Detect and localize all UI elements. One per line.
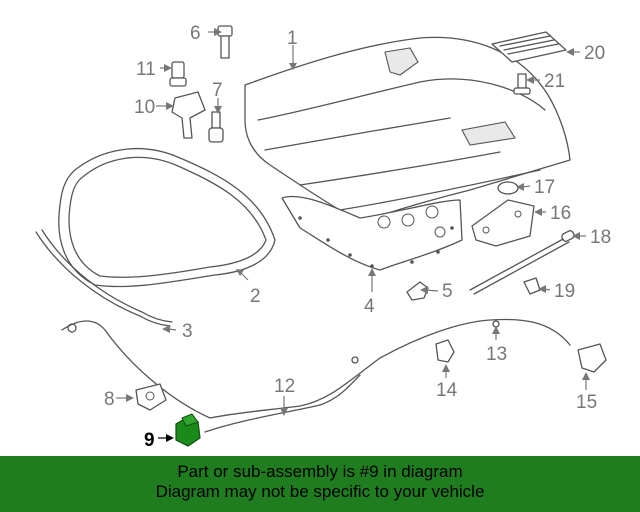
info-banner: Part or sub-assembly is #9 in diagram Di… [0,456,640,512]
leader-lines [116,28,590,442]
part-21-pin[interactable] [513,73,531,95]
callout-16: 16 [550,203,571,224]
banner-line-1: Part or sub-assembly is #9 in diagram [177,462,463,481]
callout-10: 10 [134,97,155,118]
part-8-bracket[interactable] [135,383,167,411]
part-11-stud[interactable] [169,61,187,87]
banner-line-2: Diagram may not be specific to your vehi… [155,482,485,501]
callout-11: 11 [136,59,156,80]
release-cable[interactable] [61,318,571,433]
part-16-hood-latch[interactable] [471,199,535,247]
callout-8: 8 [104,389,115,410]
callout-labels: 1 2 3 4 5 6 7 8 9 10 11 12 13 14 15 16 1… [104,23,611,451]
callout-21: 21 [544,71,565,92]
part-9-release-handle[interactable] [175,413,201,447]
part-17-plug[interactable] [497,181,519,195]
hood-panel[interactable] [244,36,571,223]
callout-19: 19 [554,281,575,302]
part-19-ball-stud[interactable] [523,277,541,295]
callout-17: 17 [534,177,555,198]
hood-insulator[interactable] [281,195,463,271]
callout-14: 14 [436,380,458,401]
callout-12: 12 [274,376,295,397]
parts-diagram: 1 2 3 4 5 6 7 8 9 10 11 12 13 14 15 16 1… [35,23,611,451]
callout-9: 9 [144,430,155,451]
part-6-bolt[interactable] [217,25,233,59]
part-7-bumper[interactable] [208,111,224,143]
hood-seal[interactable] [58,147,276,288]
callout-18: 18 [590,227,611,248]
callout-3: 3 [182,321,193,342]
part-20-cowl-panel[interactable] [491,31,567,63]
seal-strip[interactable] [35,229,173,327]
callout-1: 1 [287,28,298,49]
callout-5: 5 [442,281,453,302]
part-18-support-strut[interactable] [469,230,575,295]
callout-6: 6 [190,23,201,44]
part-14-cable-clip[interactable] [435,339,455,363]
callout-7: 7 [212,80,223,101]
callout-4: 4 [364,296,375,317]
part-15-latch[interactable] [577,343,607,373]
callout-13: 13 [486,344,507,365]
callout-20: 20 [584,43,605,64]
callout-15: 15 [576,392,597,413]
callout-2: 2 [250,286,261,307]
part-10-hinge[interactable] [171,91,206,139]
